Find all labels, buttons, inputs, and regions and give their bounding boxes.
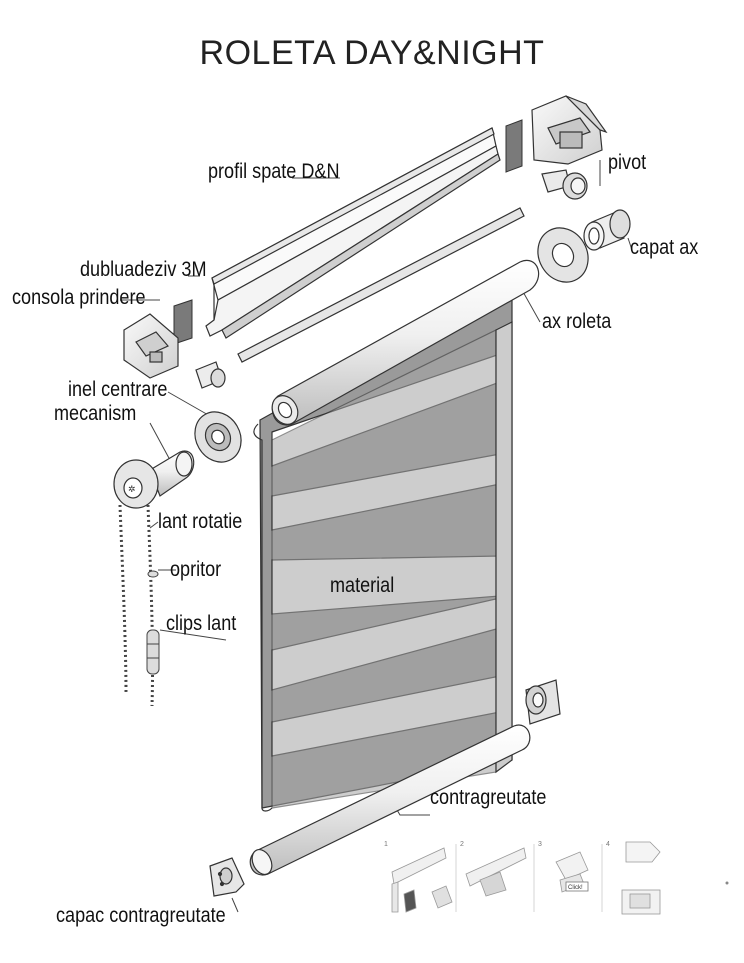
label-pivot: pivot — [608, 151, 647, 174]
label-consola-prindere: consola prindere — [12, 286, 146, 309]
install-step-3 — [555, 851, 589, 893]
front-strip-face — [237, 207, 525, 363]
weight-cap-left — [209, 857, 245, 897]
bracket-left — [123, 313, 179, 379]
install-step-2 — [465, 847, 527, 897]
roller-tube — [271, 259, 540, 426]
label-ax-roleta: ax roleta — [542, 310, 612, 333]
mechanism-part: ✲ — [113, 450, 195, 509]
front-strip — [237, 207, 525, 363]
back-profile-lip — [205, 145, 499, 337]
fabric-right-strip — [495, 321, 513, 774]
label-clips-lant: clips lant — [166, 612, 237, 635]
label-opritor: opritor — [170, 558, 222, 581]
weight-cap-right — [525, 679, 561, 725]
back-profile-top — [211, 127, 495, 285]
click-badge — [565, 881, 589, 892]
leader-lant-rotatie — [149, 521, 159, 529]
centering-ring — [194, 411, 242, 463]
bracket-right — [531, 95, 608, 165]
leader-capac — [231, 897, 239, 913]
install-step-3-number: 3 — [538, 841, 542, 848]
label-dubluadeziv: dubluadeziv 3M — [80, 258, 207, 281]
fabric-left-edge — [253, 423, 273, 812]
label-capac-contragreutate: capac contragreutate — [56, 904, 226, 927]
adhesive-pads — [173, 119, 523, 345]
label-capat-ax: capat ax — [630, 236, 699, 259]
label-profil-spate: profil spate D&N — [208, 160, 340, 183]
adhesive-pad-left — [173, 299, 193, 345]
install-step-2-number: 2 — [460, 841, 464, 848]
label-inel-centrare: inel centrare — [68, 378, 168, 401]
chain-clip — [146, 629, 160, 675]
leader-capat-ax — [627, 237, 633, 251]
adhesive-pad-right — [505, 119, 523, 173]
label-mecanism: mecanism — [54, 402, 137, 425]
install-step-1 — [391, 847, 453, 913]
install-step-4-number: 4 — [606, 841, 610, 848]
leader-mecanism — [149, 422, 171, 461]
left-adapter — [195, 361, 226, 389]
washer-right — [537, 227, 589, 283]
pivot-part — [541, 169, 588, 200]
fabric-material — [253, 278, 513, 812]
back-profile-groove — [221, 153, 501, 339]
install-steps: 1 2 3 4 Click! — [384, 841, 729, 915]
back-profile — [205, 127, 501, 339]
label-lant-rotatie: lant rotatie — [158, 510, 243, 533]
leader-inel-centrare — [167, 391, 211, 417]
label-material: material — [330, 574, 395, 597]
leader-clips-lant — [159, 629, 227, 641]
shaft-end-part — [583, 209, 631, 251]
label-contragreutate: contragreutate — [430, 786, 547, 809]
bead-chain — [118, 504, 160, 707]
svg-text:✲: ✲ — [128, 484, 136, 494]
bottom-weight — [249, 724, 531, 876]
diagram-title: ROLETA DAY&NIGHT — [199, 34, 545, 72]
install-step-4 — [621, 841, 661, 915]
leader-ax-roleta — [521, 289, 541, 323]
dot-marker — [725, 881, 729, 885]
stopper — [147, 570, 159, 578]
click-text: Click! — [568, 885, 583, 891]
install-step-1-number: 1 — [384, 841, 388, 848]
